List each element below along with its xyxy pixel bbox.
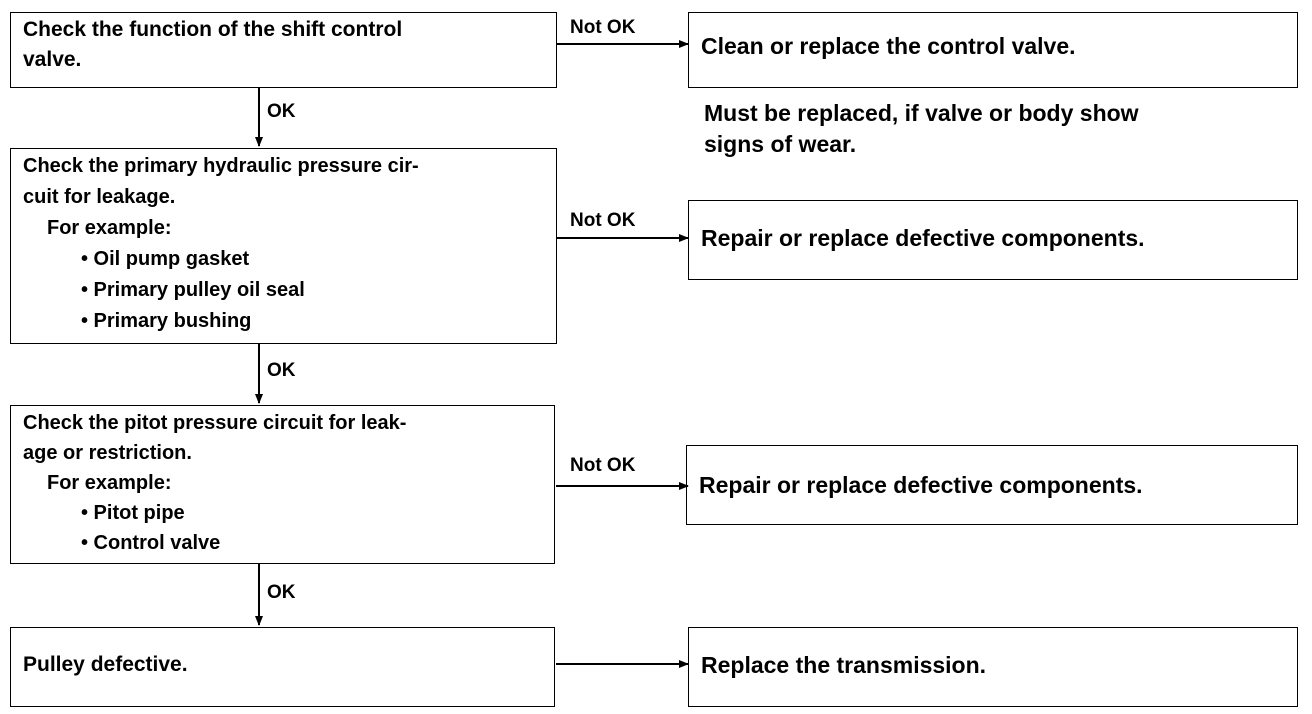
not-ok-label: Not OK (570, 455, 636, 476)
step-text-line: Check the pitot pressure circuit for lea… (23, 412, 407, 434)
ok-label: OK (267, 101, 296, 122)
step-text-line: Pulley defective. (23, 653, 188, 676)
example-label: For example: (47, 217, 172, 239)
step-box-primary-pressure-circuit: Check the primary hydraulic pressure cir… (10, 148, 557, 344)
action-text: Clean or replace the control valve. (701, 33, 1076, 59)
step-text-line: Check the function of the shift control (23, 18, 403, 41)
action-text: Repair or replace defective components. (701, 225, 1145, 251)
not-ok-label: Not OK (570, 210, 636, 231)
example-item: • Primary bushing (81, 310, 252, 332)
ok-label: OK (267, 360, 296, 381)
example-item: • Oil pump gasket (81, 248, 250, 270)
step-text-line: cuit for leakage. (23, 186, 176, 208)
action-box-repair-components-1: Repair or replace defective components. (688, 200, 1298, 280)
step-box-pulley-defective: Pulley defective. (10, 627, 555, 707)
note-line: signs of wear. (704, 131, 857, 157)
step-text-line: Check the primary hydraulic pressure cir… (23, 155, 419, 177)
example-item: • Primary pulley oil seal (81, 279, 305, 301)
example-item: • Pitot pipe (81, 502, 185, 524)
action-text: Repair or replace defective components. (699, 472, 1143, 498)
step-box-pitot-pressure-circuit: Check the pitot pressure circuit for lea… (10, 405, 555, 564)
not-ok-label: Not OK (570, 17, 636, 38)
action-box-clean-replace-valve: Clean or replace the control valve. (688, 12, 1298, 88)
step-box-shift-control-valve: Check the function of the shift control … (10, 12, 557, 88)
step-text-line: age or restriction. (23, 442, 192, 464)
replacement-note: Must be replaced, if valve or body show … (704, 98, 1139, 160)
action-text: Replace the transmission. (701, 652, 987, 678)
step-text-line: valve. (23, 48, 82, 71)
ok-label: OK (267, 582, 296, 603)
action-box-replace-transmission: Replace the transmission. (688, 627, 1298, 707)
example-item: • Control valve (81, 532, 221, 554)
note-line: Must be replaced, if valve or body show (704, 100, 1139, 126)
example-label: For example: (47, 472, 172, 494)
action-box-repair-components-2: Repair or replace defective components. (686, 445, 1298, 525)
